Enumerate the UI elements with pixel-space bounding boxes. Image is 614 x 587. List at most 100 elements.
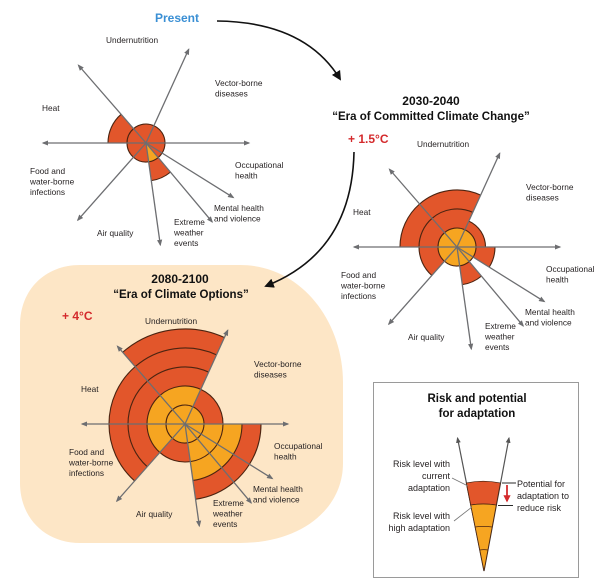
sector-label-line: infections — [69, 468, 104, 478]
ring-level-line — [146, 394, 161, 425]
sector-wedge-high-adaptation — [146, 424, 185, 453]
era-2080-warming: + 4°C — [62, 309, 93, 323]
ring-level-line — [133, 123, 155, 130]
sector-label-line: Heat — [81, 384, 99, 394]
ring-level-line — [146, 423, 161, 453]
sector-label-line: diseases — [254, 370, 287, 380]
ring-level-line — [153, 125, 166, 144]
era-2080-name: “Era of Climate Options” — [113, 289, 248, 301]
sector-axis-arrow — [184, 423, 274, 480]
sector-wedge-high-adaptation — [185, 424, 242, 455]
era-2080-period: 2080-2100 — [151, 272, 209, 286]
funnel-ring-line — [475, 526, 493, 528]
legend-potential-label-line-1: Potential for — [517, 479, 565, 489]
ring-level-line — [192, 406, 205, 425]
sector-wedge-high-adaptation — [438, 247, 457, 262]
sector-label-line: health — [546, 275, 569, 285]
legend-title-line-1: Risk and potential — [427, 393, 526, 405]
sector-axis-arrow — [387, 246, 458, 326]
sector-wedge-high-adaptation — [185, 406, 204, 424]
ring-level-line — [488, 246, 496, 268]
sector-axis-arrow — [456, 246, 525, 327]
sector-label-line: Extreme — [485, 321, 516, 331]
legend-high-label-line-1: Risk level with — [393, 511, 450, 521]
flow-arrow-present-to-2030 — [216, 20, 342, 81]
sector-label-line: and violence — [253, 495, 300, 505]
sector-label: Undernutrition — [417, 139, 470, 149]
ring-level-line — [418, 246, 433, 276]
legend-border — [373, 382, 579, 578]
ring-level-line — [159, 452, 191, 463]
legend-high-label-line-2: high adaptation — [388, 523, 450, 533]
ring-level-line — [127, 380, 148, 425]
ring-level-line — [127, 423, 148, 468]
ring-level-line — [419, 189, 481, 205]
sector-label-line: Mental health — [525, 307, 575, 317]
sector-wedge-high-adaptation — [457, 229, 476, 247]
funnel-band-high-adaptation — [470, 503, 497, 572]
sector-label: Air quality — [97, 228, 134, 238]
sector-label-line: water-borne — [29, 177, 75, 187]
sector-wedge-current-adaptation — [133, 143, 149, 163]
sector-label-line: Food and — [341, 270, 376, 280]
ring-level-line — [444, 227, 466, 234]
sector-wedge-high-adaptation — [185, 424, 234, 468]
sector-label-line: diseases — [215, 89, 248, 99]
sector-axis-arrow — [145, 48, 190, 144]
sector-axis-arrow — [456, 152, 501, 248]
ring-level-line — [468, 220, 487, 248]
ring-level-line — [108, 423, 136, 482]
sector-axis-arrow — [456, 246, 474, 351]
legend-title-line-2: for adaptation — [439, 408, 516, 420]
sector-label-line: Extreme — [213, 498, 244, 508]
sector-wedge-high-adaptation — [146, 143, 159, 162]
sector-axis-arrow — [145, 142, 235, 199]
sector-wedge-current-adaptation — [146, 125, 165, 143]
sector-label-line: Vector-borne — [526, 182, 574, 192]
sector-label-line: Heat — [353, 207, 371, 217]
sector-label-line: Air quality — [136, 509, 173, 519]
sector-wedge-high-adaptation — [185, 424, 222, 481]
sector-axis-arrow — [184, 423, 253, 504]
sector-label-line: infections — [341, 291, 376, 301]
sector-label-line: Occupational — [235, 160, 284, 170]
sector-label-line: and violence — [214, 214, 261, 224]
sector-wedge-high-adaptation — [444, 247, 460, 267]
sector-wedge-current-adaptation — [127, 143, 146, 158]
sector-axis-arrow — [145, 142, 163, 247]
sector-axis-arrow — [456, 246, 546, 303]
ring-level-line — [200, 388, 224, 425]
sector-label-line: Occupational — [274, 441, 323, 451]
sector-wedge-high-adaptation — [444, 227, 465, 247]
sector-wedge-high-adaptation — [172, 424, 188, 444]
sector-label-line: events — [485, 342, 509, 352]
sector-axis-arrow — [116, 345, 186, 425]
ring-level-line — [418, 217, 433, 248]
legend-current-label-line-3: adaptation — [408, 483, 450, 493]
leader-line-high — [453, 506, 473, 522]
legend-potential-label-line-3: reduce risk — [517, 503, 562, 513]
sector-axis-arrow — [145, 142, 214, 223]
sector-label-line: weather — [484, 332, 515, 342]
sector-wedge-current-adaptation — [419, 189, 481, 247]
leader-line-current — [451, 477, 469, 487]
legend-box: Risk and potential for adaptation Risk l… — [373, 382, 579, 578]
sector-label: Heat — [353, 207, 371, 217]
ring-level-line — [108, 366, 136, 425]
sector-label-line: and violence — [525, 318, 572, 328]
sector-label-line: Extreme — [174, 217, 205, 227]
ring-level-line — [464, 229, 477, 248]
